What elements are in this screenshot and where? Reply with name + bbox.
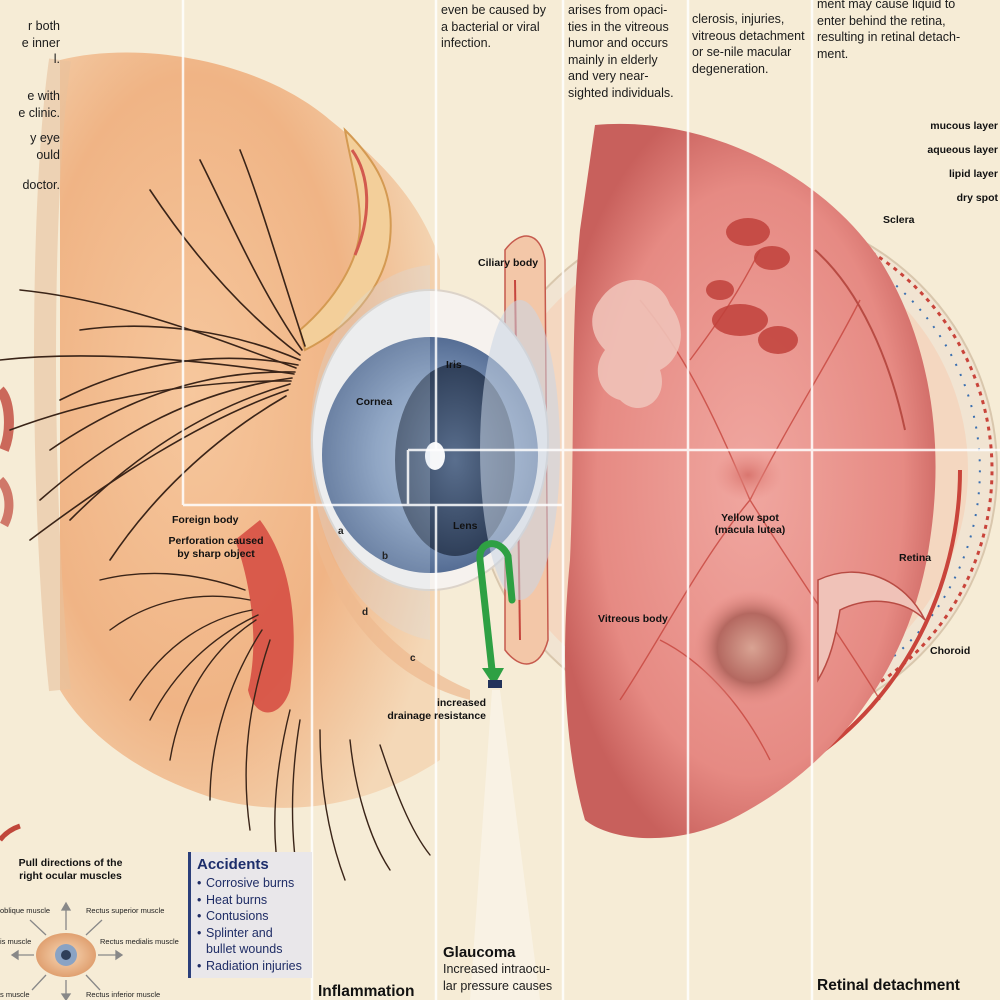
injury-marker-d: d — [362, 607, 369, 618]
muscle-label: s muscle — [0, 990, 30, 999]
retina-label: Retina — [899, 552, 932, 564]
injury-marker-c: c — [410, 653, 416, 664]
upper-eyelid-section — [298, 127, 392, 352]
sclera-label: Sclera — [883, 214, 915, 226]
muscle-diagram-title: Pull directions of the right ocular musc… — [8, 857, 133, 883]
accidents-heading: Accidents — [197, 856, 269, 873]
list-item: Radiation injuries — [197, 958, 306, 975]
intro-text-fragment-2: e with e clinic. y eye ould doctor. — [0, 88, 60, 194]
macular-degeneration-text: clerosis, injuries, vitreous detachment … — [692, 11, 805, 77]
text-line: y eye — [30, 131, 60, 145]
glaucoma-flow-arrow — [476, 540, 516, 674]
text-line: degeneration. — [692, 61, 769, 76]
text-line: humor and occurs — [568, 36, 669, 50]
text-line: arises from opaci- — [568, 3, 668, 17]
accidents-box: Accidents Corrosive burns Heat burns Con… — [188, 852, 312, 978]
lower-eyelashes — [99, 572, 431, 891]
cornea-label: Cornea — [356, 396, 393, 408]
text-line: resulting in retinal detach- — [817, 30, 961, 44]
vitreous-opacities-text: arises from opaci- ties in the vitreous … — [568, 2, 674, 101]
text-line: e with — [27, 89, 60, 103]
aqueous-layer-label: aqueous layer — [927, 144, 998, 156]
text-line: l. — [53, 52, 60, 66]
muscle-label: Rectus medialis muscle — [100, 937, 179, 946]
iris-label: Iris — [446, 359, 462, 371]
lower-lid-section — [235, 520, 294, 713]
text-line: Increased intraocu- — [443, 962, 551, 976]
text-line: even be caused by — [441, 3, 546, 17]
text-line: infection. — [441, 36, 492, 50]
text-line: vitreous detachment — [692, 28, 805, 43]
list-item: Contusions — [197, 908, 306, 925]
face-skin — [60, 52, 440, 808]
text-line: and very near- — [568, 69, 649, 83]
drainage-resistance-label: increased drainage resistance — [387, 697, 486, 722]
retinal-detachment-heading: Retinal detachment — [817, 977, 960, 994]
text-line: clerosis, injuries, — [692, 12, 785, 26]
text-line: sighted individuals. — [568, 85, 674, 100]
muscle-title-2: right ocular muscles — [19, 870, 122, 882]
text-line: ment. — [817, 46, 849, 61]
text-line: mainly in elderly — [568, 52, 658, 67]
muscle-title-1: Pull directions of the — [18, 857, 123, 869]
glaucoma-heading: Glaucoma — [443, 944, 516, 961]
infection-text: even be caused by a bacterial or viral i… — [441, 2, 546, 52]
text-line: doctor. — [22, 178, 60, 192]
yellow-spot-text: Yellow spot — [721, 512, 779, 524]
muscle-label: is muscle — [0, 937, 32, 946]
perforation-text-2: by sharp object — [177, 547, 255, 560]
yellow-spot-label: Yellow spot (macula lutea) — [700, 512, 800, 536]
text-line: e clinic. — [18, 105, 60, 120]
intro-text-fragment: r both e inner l. — [0, 18, 60, 68]
list-item: Heat burns — [197, 892, 306, 909]
mucous-layer-label: mucous layer — [930, 120, 998, 132]
upper-eyelashes — [0, 149, 306, 561]
vitreous-body-label: Vitreous body — [598, 613, 668, 625]
glaucoma-text: Increased intraocu- lar pressure causes — [443, 961, 552, 994]
perforation-text-1: Perforation caused — [168, 535, 264, 547]
muscle-label: oblique muscle — [0, 906, 51, 915]
retinal-detachment-cause-text: ment may cause liquid to enter behind th… — [817, 0, 960, 62]
foreign-body-label: Foreign body — [172, 514, 239, 526]
text-line: ties in the vitreous — [568, 19, 669, 34]
panel-dividers — [181, 0, 1000, 1000]
ciliary-body-label: Ciliary body — [478, 257, 539, 269]
perforation-label: Perforation caused by sharp object — [158, 535, 274, 560]
tear-film-layers: mucous layer aqueous layer lipid layer d… — [927, 114, 998, 210]
text-line: r both — [28, 19, 60, 33]
glaucoma-section: Glaucoma Increased intraocu- lar pressur… — [443, 944, 552, 994]
text-line: e inner — [21, 35, 60, 50]
muscle-label: Rectus superior muscle — [86, 906, 165, 915]
injury-marker-b: b — [382, 551, 389, 562]
lens-label: Lens — [453, 520, 478, 532]
lipid-layer-label: lipid layer — [948, 168, 998, 180]
text-line: ould — [36, 147, 60, 162]
accidents-list: Corrosive burns Heat burns Contusions Sp… — [197, 875, 306, 974]
drainage-text-1: increased — [436, 697, 486, 709]
dry-spot-label: dry spot — [956, 192, 998, 204]
text-line: ment may cause liquid to — [817, 0, 956, 11]
inflammation-heading: Inflammation — [318, 983, 415, 1000]
list-item: Corrosive burns — [197, 875, 306, 892]
text-line: a bacterial or viral — [441, 19, 540, 34]
injury-marker-a: a — [338, 526, 344, 537]
choroid-label: Choroid — [930, 645, 971, 657]
list-item: Splinter and bullet wounds — [197, 925, 306, 958]
text-line: lar pressure causes — [443, 978, 553, 993]
drainage-text-2: drainage resistance — [387, 709, 486, 722]
macula-lutea-text: (macula lutea) — [714, 524, 786, 536]
text-line: enter behind the retina, — [817, 13, 946, 28]
muscle-label: Rectus inferior muscle — [86, 990, 161, 999]
text-line: or se-nile macular — [692, 45, 792, 59]
